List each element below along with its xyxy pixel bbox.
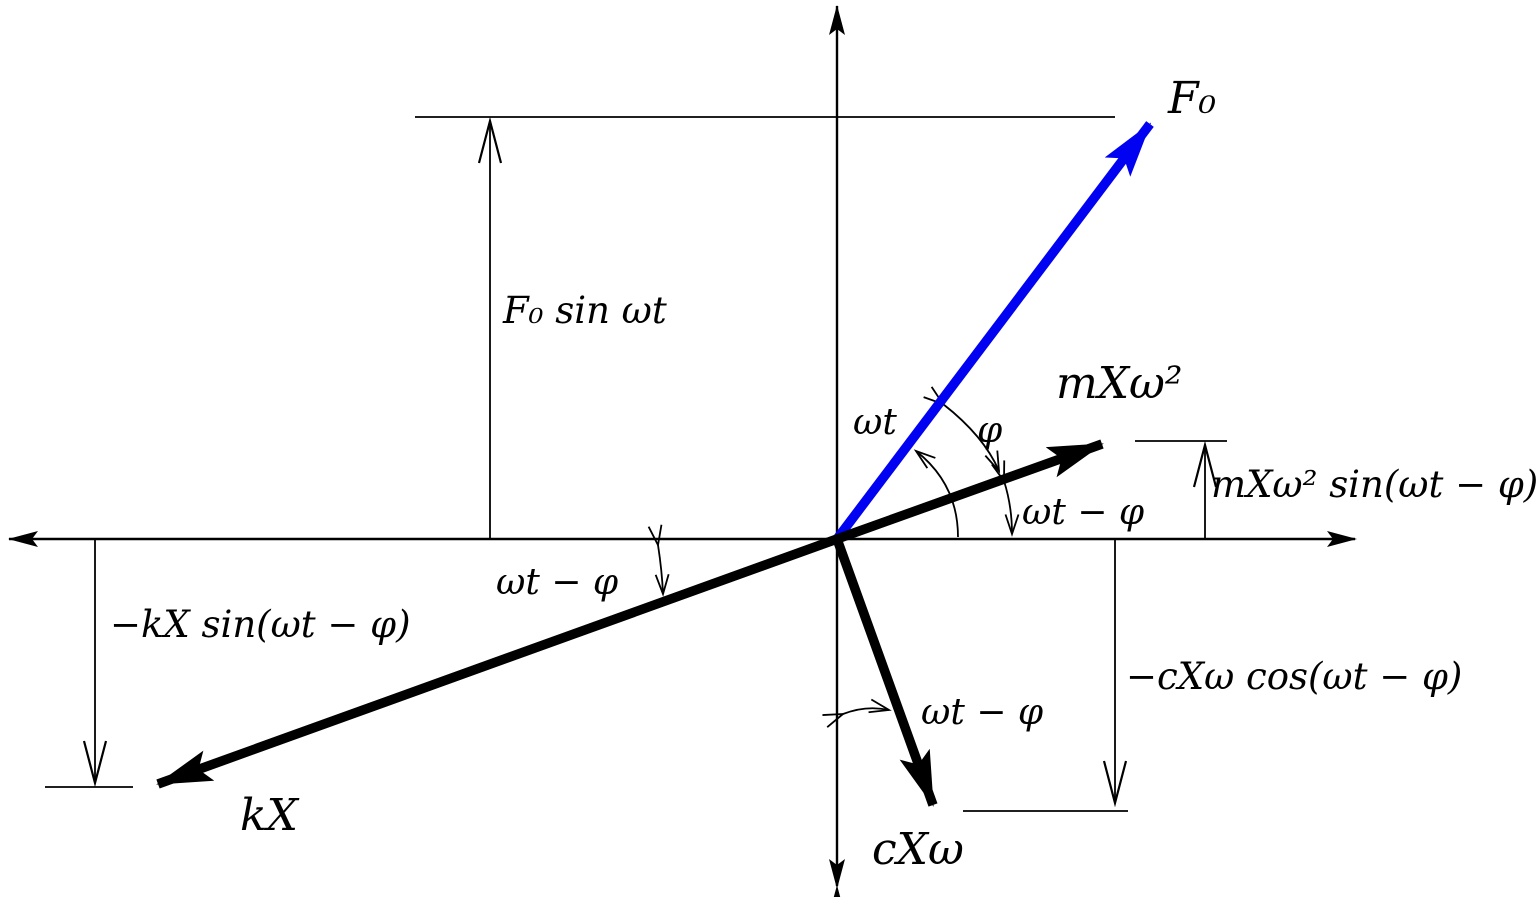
horizontal-axis-right-arrowhead <box>1327 531 1357 547</box>
f0-vector <box>833 121 1154 542</box>
vertical-axis-bottom-arrowhead <box>829 859 845 889</box>
wt-minus-phi-arc-bottom <box>822 698 892 728</box>
wt-minus-phi-arc-left <box>647 524 670 597</box>
wt-minus-phi-arc-right <box>991 460 1020 537</box>
cxw-vector <box>832 537 938 807</box>
wt-angle-label: ωt <box>853 402 897 443</box>
f0-sin-label: F₀ sin ωt <box>502 289 667 332</box>
f0-vector-label: F₀ <box>1167 73 1217 124</box>
mxw2-vector <box>835 439 1104 544</box>
wt-minus-phi-label-left: ωt − φ <box>496 562 619 603</box>
mxw2-sin-label: mXω² sin(ωt − φ) <box>1211 463 1536 506</box>
kx-vector-label: kX <box>240 790 300 841</box>
mxw2-vector-label: mXω² <box>1056 358 1183 409</box>
wt-minus-phi-label-bottom: ωt − φ <box>921 692 1044 733</box>
kx-sin-label: −kX sin(ωt − φ) <box>110 603 411 646</box>
wt-minus-phi-label-right: ωt − φ <box>1022 492 1145 533</box>
cxw-vector-label: cXω <box>872 824 964 875</box>
cxw-cos-label: −cXω cos(ωt − φ) <box>1126 655 1462 698</box>
kx-vector <box>156 534 839 789</box>
phi-angle-label: φ <box>977 410 1003 451</box>
